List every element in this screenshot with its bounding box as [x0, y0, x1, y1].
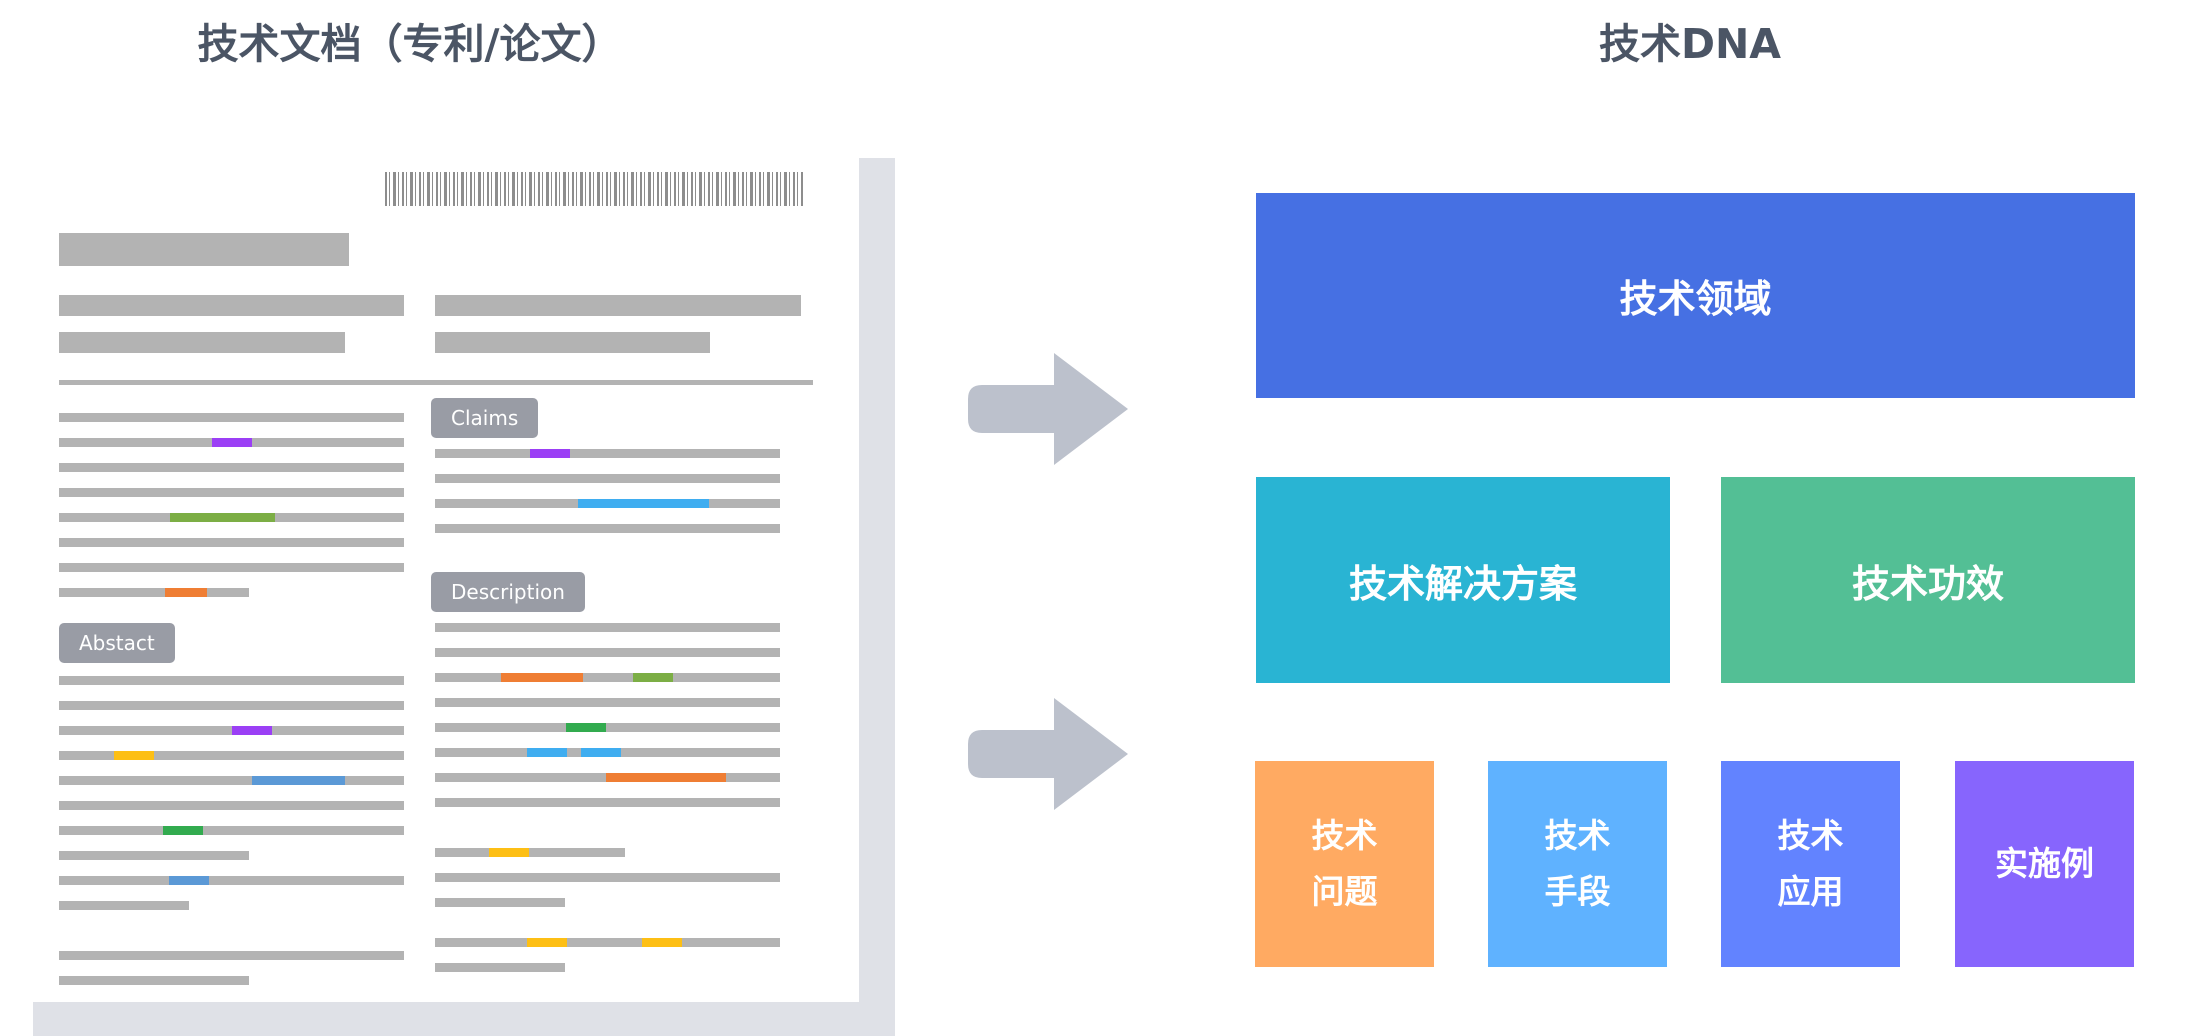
block-technical-solution-label: 技术解决方案: [1348, 561, 1577, 606]
doc-divider: [59, 380, 813, 385]
highlight-mark: [232, 726, 272, 735]
block-technical-effect: 技术功效: [1721, 477, 2135, 683]
text-line: [435, 623, 780, 632]
document-page: Abstact Claims Description: [33, 158, 859, 1002]
text-line: [59, 463, 404, 472]
text-line: [435, 938, 780, 947]
description-tag: Description: [431, 572, 585, 612]
text-line: [435, 648, 780, 657]
text-line: [435, 723, 780, 732]
block-technical-application-label: 技术: [1777, 816, 1844, 855]
highlight-mark: [606, 773, 726, 782]
block-technical-solution: 技术解决方案: [1256, 477, 1670, 683]
text-line: [59, 676, 404, 685]
highlight-mark: [212, 438, 252, 447]
block-technical-effect-label: 技术功效: [1851, 561, 2004, 606]
block-technical-field: 技术领域: [1256, 193, 2135, 398]
dna-title: 技术DNA: [1598, 20, 1782, 68]
block-technical-means-label: 手段: [1544, 872, 1611, 911]
highlight-mark: [170, 513, 275, 522]
text-line: [435, 898, 565, 907]
highlight-mark: [566, 723, 606, 732]
highlight-mark: [114, 751, 154, 760]
block-technical-problem: 技术 问题: [1255, 761, 1434, 967]
text-line: [435, 798, 780, 807]
highlight-mark: [501, 673, 583, 682]
claims-tag: Claims: [431, 398, 539, 438]
text-line: [59, 901, 189, 910]
text-line: [435, 673, 780, 682]
highlight-mark: [489, 848, 529, 857]
highlight-mark: [163, 826, 203, 835]
block-embodiment: 实施例: [1955, 761, 2134, 967]
highlight-mark: [530, 449, 570, 458]
document-title: 技术文档（专利/论文）: [197, 20, 623, 68]
text-line: [59, 588, 249, 597]
block-technical-problem-label: 问题: [1311, 872, 1378, 911]
highlight-mark: [633, 673, 673, 682]
highlight-mark: [527, 748, 567, 757]
highlight-mark: [642, 938, 682, 947]
text-line: [59, 751, 404, 760]
block-technical-application: 技术 应用: [1721, 761, 1900, 967]
block-technical-application-label: 应用: [1777, 872, 1844, 911]
doc-header-bar: [435, 332, 710, 353]
text-line: [59, 726, 404, 735]
highlight-mark: [169, 876, 209, 885]
text-line: [435, 963, 565, 972]
text-line: [59, 563, 404, 572]
text-line: [435, 848, 625, 857]
highlight-mark: [527, 938, 567, 947]
text-line: [59, 976, 249, 985]
doc-header-bar: [59, 295, 404, 316]
text-line: [59, 951, 404, 960]
text-line: [59, 701, 404, 710]
text-line: [59, 851, 249, 860]
highlight-mark: [165, 588, 207, 597]
doc-header-bar: [59, 332, 345, 353]
text-line: [59, 776, 404, 785]
doc-header-bar: [435, 295, 801, 316]
text-line: [59, 876, 404, 885]
abstract-tag: Abstact: [59, 623, 175, 663]
block-technical-means-label: 技术: [1544, 816, 1611, 855]
highlight-mark: [578, 499, 709, 508]
highlight-mark: [252, 776, 345, 785]
block-technical-problem-label: 技术: [1311, 816, 1378, 855]
text-line: [435, 873, 780, 882]
text-line: [59, 488, 404, 497]
text-line: [435, 524, 780, 533]
barcode-icon: [385, 172, 803, 206]
block-technical-means: 技术 手段: [1488, 761, 1667, 967]
text-line: [435, 698, 780, 707]
text-line: [435, 474, 780, 483]
text-line: [59, 826, 404, 835]
doc-title-bar: [59, 233, 349, 266]
block-technical-field-label: 技术领域: [1619, 277, 1772, 321]
block-embodiment-label: 实施例: [1995, 844, 2094, 883]
highlight-mark: [581, 748, 621, 757]
text-line: [59, 801, 404, 810]
text-line: [59, 538, 404, 547]
text-line: [435, 449, 780, 458]
text-line: [59, 413, 404, 422]
arrow-right-icon: [968, 698, 1128, 810]
arrow-right-icon: [968, 353, 1128, 465]
